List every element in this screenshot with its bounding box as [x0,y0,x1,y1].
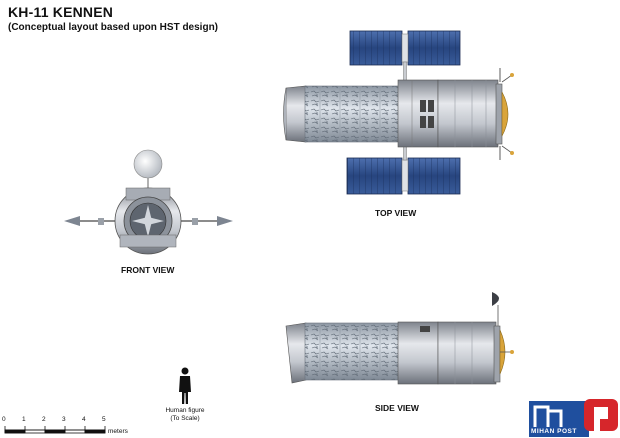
scale-tick-1: 1 [22,416,26,423]
top-view-drawing [283,30,514,195]
side-view-drawing [285,292,514,385]
scale-unit: meters [108,428,128,435]
scale-tick-0: 0 [2,416,6,423]
front-view-drawing [64,149,233,255]
scale-tick-3: 3 [62,416,66,423]
scale-bar [4,426,106,434]
scale-tick-4: 4 [82,416,86,423]
top-view-label: TOP VIEW [375,208,417,218]
human-figure-icon [179,367,191,404]
scale-tick-2: 2 [42,416,46,423]
scale-tick-5: 5 [102,416,106,423]
diagram-subtitle: (Conceptual layout based upon HST design… [8,22,219,33]
diagram-title: KH-11 KENNEN [8,4,114,20]
human-figure-line2: (To Scale) [170,415,200,422]
front-view-label: FRONT VIEW [121,265,175,275]
side-view-label: SIDE VIEW [375,403,419,413]
human-figure-caption: Human figure (To Scale) [160,407,210,423]
logo-text: MIHAN POST [531,428,577,435]
human-figure-line1: Human figure [165,407,205,414]
mihan-post-logo [529,399,618,437]
